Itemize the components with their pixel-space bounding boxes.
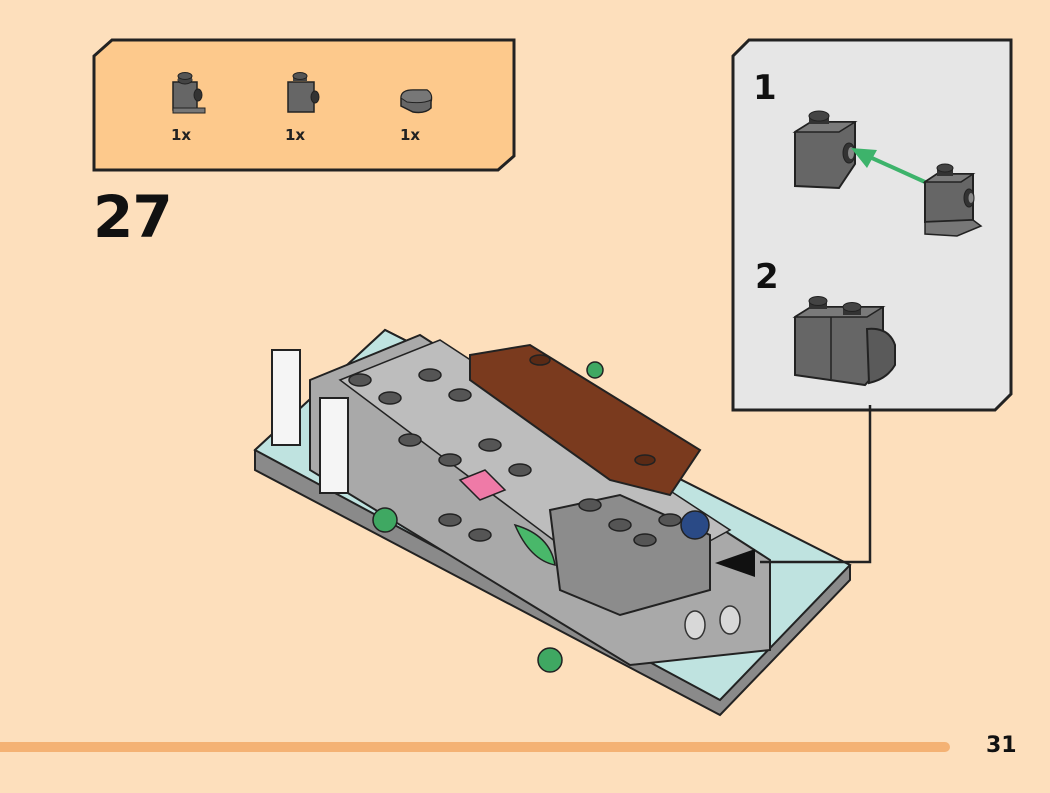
green-round-plate-3 — [586, 361, 604, 379]
sub-assembly-box: 1 2 — [731, 38, 1013, 412]
callout-pointer — [715, 405, 872, 577]
pink-tile — [458, 469, 507, 501]
combined-sub-assembly-icon — [792, 296, 896, 387]
green-arrow-icon — [851, 148, 926, 184]
green-round-plate-1 — [372, 507, 398, 533]
green-round-plate-2 — [537, 647, 563, 673]
sub-step-1-number: 1 — [753, 68, 777, 108]
white-panel-right — [319, 397, 349, 494]
part-3-quantity: 1x — [400, 126, 421, 144]
part-1-quantity: 1x — [171, 126, 192, 144]
part-round-tile-icon — [400, 89, 433, 114]
part-side-stud-brick-icon — [287, 72, 320, 113]
parts-list-box: 1x 1x 1x — [92, 38, 516, 172]
main-model-illustration — [253, 328, 852, 717]
callout-arrow-icon — [715, 549, 755, 577]
step-number: 27 — [93, 183, 173, 251]
white-panel-left — [271, 349, 301, 446]
page-number: 31 — [986, 733, 1017, 758]
clear-lightsaber-hilt-2 — [719, 605, 741, 635]
sub-step-2-number: 2 — [755, 257, 779, 297]
headlight-brick-icon — [922, 163, 983, 237]
footer-progress-bar — [0, 742, 950, 752]
green-leaf — [513, 523, 556, 566]
side-stud-brick-icon — [792, 110, 858, 190]
clear-lightsaber-hilt-1 — [684, 610, 706, 640]
part-headlight-brick-icon — [172, 72, 206, 114]
part-2-quantity: 1x — [285, 126, 306, 144]
blue-helmet — [680, 510, 710, 540]
